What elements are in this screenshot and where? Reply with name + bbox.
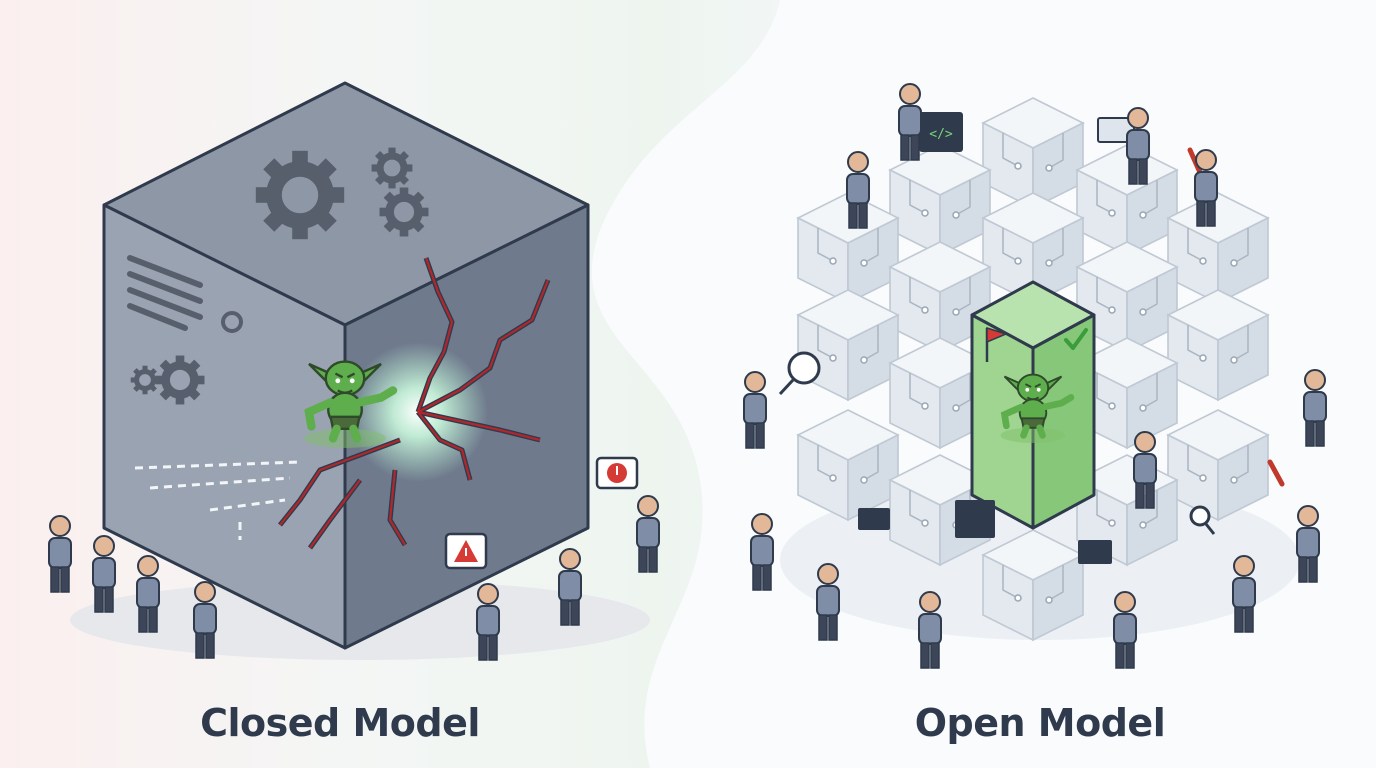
open-model-caption: Open Model	[914, 701, 1166, 745]
indicator-icon	[221, 311, 243, 333]
person	[636, 495, 660, 573]
flag-icon	[985, 326, 1009, 362]
magnifier-icon	[778, 351, 1216, 535]
code-icon: </>	[919, 112, 963, 152]
panel-lines-icon	[127, 255, 203, 331]
closed-model-caption: Closed Model	[200, 701, 480, 745]
person	[92, 535, 116, 613]
checkmark-icon	[1064, 328, 1088, 350]
warning-icon	[595, 456, 639, 490]
open-model-panel: </>	[743, 83, 1327, 669]
svg-text:</>: </>	[929, 127, 953, 142]
person	[48, 515, 72, 593]
closed-model-panel	[48, 81, 660, 661]
crack-lines	[278, 257, 551, 550]
warning-icon	[444, 532, 488, 570]
dashed-connector-lines	[134, 460, 301, 540]
